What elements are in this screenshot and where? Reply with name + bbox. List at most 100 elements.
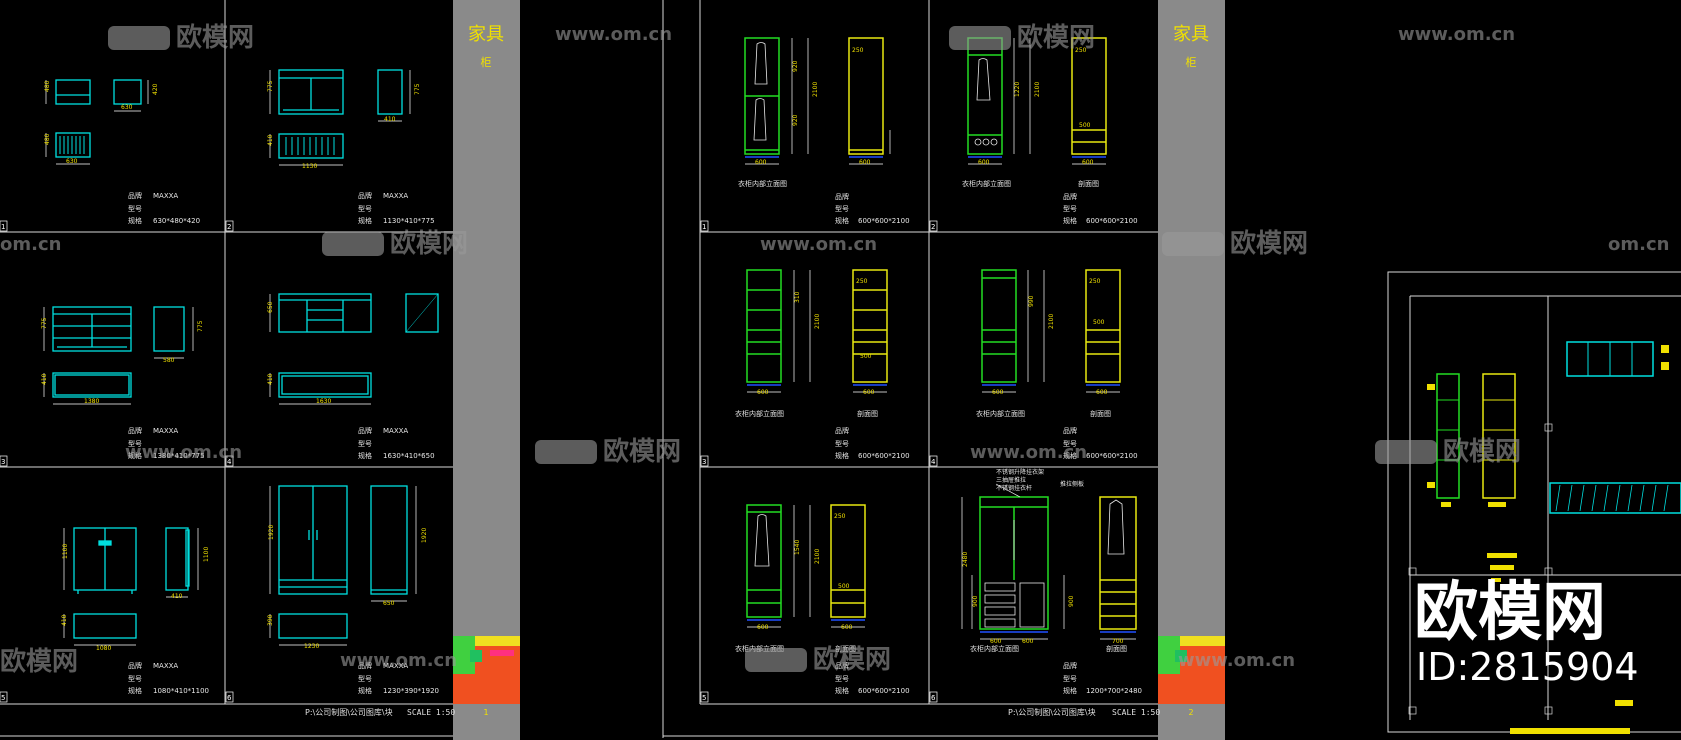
s2c2-dim-0: 600: [978, 159, 990, 166]
s1c4-dim-2: 1630: [316, 398, 331, 405]
id-watermark: 欧模网 ID:2815904: [1414, 576, 1639, 689]
s2c1-spec: 600*600*2100: [858, 217, 910, 225]
s1c3-dim-4: 1380: [84, 398, 99, 405]
watermark-domain-4: www.om.cn: [760, 234, 877, 255]
s2c4-spec: 600*600*2100: [1086, 452, 1138, 460]
sheet-1: 家具 柜 P:\公司制图\公司图库\块 SCALE 1:50 1 480 630…: [0, 0, 520, 740]
watermark-domain-8: www.om.cn: [340, 650, 457, 671]
s1c4-brand-label: 品牌: [358, 426, 372, 435]
s2c1-model-label: 型号: [835, 204, 849, 213]
s1c2-spec-label: 规格: [358, 216, 372, 225]
s2c6-model-label: 型号: [1063, 674, 1077, 683]
s1c5-brand: MAXXA: [153, 662, 178, 670]
s2c3-elev-label: 衣柜内部立面图: [735, 409, 784, 418]
s2c3-brand-label: 品牌: [835, 426, 849, 435]
s1c2-dim-4: 1130: [302, 163, 317, 170]
s1c1-brand: MAXXA: [153, 192, 178, 200]
watermark-logo-3: 欧模网: [322, 228, 468, 259]
s2c4-model-label: 型号: [1063, 439, 1077, 448]
s2c3-dim-1: 600: [863, 389, 875, 396]
sheet-2-title-strip: [1158, 0, 1225, 740]
s1c3-brand-label: 品牌: [128, 426, 142, 435]
s2c2-spec-label: 规格: [1063, 216, 1077, 225]
s1c6-dim-1: 650: [383, 600, 395, 607]
s2c6-note-1: 三抽屉推拉: [996, 476, 1026, 484]
s1c6-dim-2: 1920: [421, 528, 428, 543]
s1c6-brand-label: 品牌: [358, 661, 372, 670]
s1c1-dim-1: 630: [121, 104, 133, 111]
s2c6-section-label: 剖面图: [1106, 644, 1127, 653]
s1c3-brand: MAXXA: [153, 427, 178, 435]
s1c3-spec: 1380*410*775: [153, 452, 205, 460]
s2c6-note-2: 不锈钢挂衣杆: [996, 484, 1032, 492]
s2c2-dim-5: 1220: [1014, 82, 1021, 97]
s2c2-num: 2: [931, 223, 935, 231]
s1c2-spec: 1130*410*775: [383, 217, 435, 225]
s1c3-num: 3: [1, 458, 5, 466]
s2c1-dim-1: 600: [859, 159, 871, 166]
s1c1-spec: 630*480*420: [153, 217, 200, 225]
s1c1-num: 1: [1, 223, 5, 231]
s2c5-dim-2: 250: [834, 513, 846, 520]
s1c4-brand: MAXXA: [383, 427, 408, 435]
sheet-1-footer-scale: SCALE 1:50: [407, 708, 455, 717]
s2c2-model-label: 型号: [1063, 204, 1077, 213]
sheet-2-title-logo: [1158, 636, 1225, 704]
s2c5-section-label: 剖面图: [835, 644, 856, 653]
watermark-domain-1: www.om.cn: [555, 24, 672, 45]
s2c4-section-label: 剖面图: [1090, 409, 1111, 418]
s1c3-dim-1: 580: [163, 357, 175, 364]
s1c5-dim-1: 410: [171, 593, 183, 600]
s1c1-model-label: 型号: [128, 204, 142, 213]
s1c5-spec-label: 规格: [128, 686, 142, 695]
s2c4-brand-label: 品牌: [1063, 426, 1077, 435]
s1c6-dim-0: 1920: [268, 525, 275, 540]
s2c3-spec: 600*600*2100: [858, 452, 910, 460]
s2c1-num: 1: [702, 223, 706, 231]
s1-cell-5: [73, 527, 190, 639]
s1c4-num: 4: [227, 458, 232, 466]
s2c1-dim-0: 600: [755, 159, 767, 166]
watermark-logo-7: 欧模网: [745, 644, 891, 675]
s2-cell-3: [746, 269, 888, 393]
s2c4-dim-5: 990: [1028, 295, 1035, 307]
s1c1-dim-0: 480: [44, 80, 51, 92]
s2c4-dim-3: 500: [1093, 319, 1105, 326]
s2c4-spec-label: 规格: [1063, 451, 1077, 460]
s2c6-spec: 1200*700*2480: [1086, 687, 1142, 695]
sheet-1-category: 家具: [468, 24, 504, 45]
sheet-1-title-logo: [453, 636, 520, 704]
s2c1-dim-5: 920: [792, 114, 799, 126]
s1c6-spec-label: 规格: [358, 686, 372, 695]
sheet-2-footer-scale: SCALE 1:50: [1112, 708, 1160, 717]
s2c2-dim-1: 600: [1082, 159, 1094, 166]
sheet-2-footer-page: 2: [1188, 708, 1193, 717]
s1c4-model-label: 型号: [358, 439, 372, 448]
s2c6-elev-label: 衣柜内部立面图: [970, 644, 1019, 653]
s2c2-dim-2: 250: [1075, 47, 1087, 54]
s2c6-dim-0: 600: [990, 638, 1002, 645]
s2c5-spec: 600*600*2100: [858, 687, 910, 695]
s1c5-model-label: 型号: [128, 674, 142, 683]
s1c3-spec-label: 规格: [128, 451, 142, 460]
watermark-logo-6: 欧模网: [1375, 436, 1521, 467]
s2c6-dim-2: 700: [1112, 638, 1124, 645]
sheet-1-footer-path: P:\公司制图\公司图库\块: [305, 707, 393, 717]
s1c5-dim-2: 1100: [203, 547, 210, 562]
watermark-domain-2: www.om.cn: [1398, 24, 1515, 45]
s2c5-num: 5: [702, 694, 706, 702]
s2c3-dim-5: 310: [794, 291, 801, 303]
s2c3-section-label: 剖面图: [857, 409, 878, 418]
s2c5-dim-0: 600: [757, 624, 769, 631]
watermark-logo-5: 欧模网: [535, 436, 681, 467]
watermark-logo-2: 欧模网: [949, 22, 1095, 53]
s1c2-brand-label: 品牌: [358, 191, 372, 200]
watermark-domain-7: www.om.cn: [970, 442, 1087, 463]
s2c6-spec-label: 规格: [1063, 686, 1077, 695]
watermark-domain-9: www.om.cn: [1178, 650, 1295, 671]
s2c5-dim-5: 1540: [794, 540, 801, 555]
s2c4-dim-2: 250: [1089, 278, 1101, 285]
s1c6-model-label: 型号: [358, 674, 372, 683]
s1c2-dim-2: 775: [414, 83, 421, 95]
watermark-brand-7: 欧模网: [0, 646, 78, 677]
